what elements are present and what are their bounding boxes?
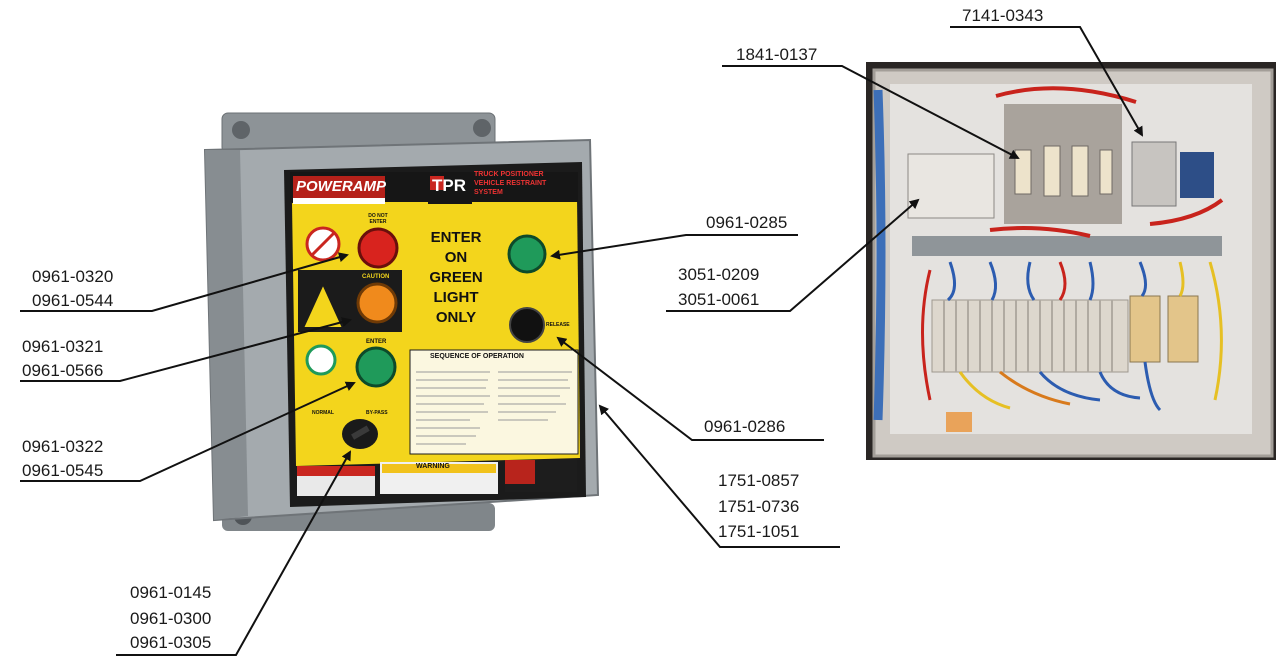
callout-3051-0061: 3051-0061 <box>678 290 760 309</box>
panel-header-line1: TRUCK POSITIONER <box>474 171 544 178</box>
callout-0961-0544: 0961-0544 <box>32 291 114 310</box>
label-release: RELEASE <box>546 322 570 328</box>
callout-0961-0566: 0961-0566 <box>22 361 104 380</box>
callout-1751-0736: 1751-0736 <box>718 497 800 516</box>
enter-line-1: ENTER <box>430 229 482 246</box>
label-normal: NORMAL <box>312 410 334 416</box>
green-status-light <box>507 234 547 274</box>
panel-header: TRUCK POSITIONER VEHICLE RESTRAINT SYSTE… <box>474 170 546 197</box>
enter-line-5: ONLY <box>435 309 477 326</box>
callout-0961-0545: 0961-0545 <box>22 461 104 480</box>
label-do-not-enter: DO NOT ENTER <box>368 213 388 225</box>
label-caution: CAUTION <box>362 274 390 280</box>
green-enter-light <box>355 346 397 388</box>
label-bypass: BY-PASS <box>366 410 388 416</box>
callout-0961-0322: 0961-0322 <box>22 437 104 456</box>
panel-logo: TPR <box>432 176 466 195</box>
callout-0961-0320: 0961-0320 <box>32 267 114 286</box>
callout-1751-1051: 1751-1051 <box>718 522 800 541</box>
callout-1841-0137: 1841-0137 <box>736 45 818 64</box>
label-enter: ENTER <box>366 339 387 345</box>
panel-header-line3: SYSTEM <box>474 189 503 196</box>
red-indicator-light <box>357 227 399 269</box>
callout-1751-0857: 1751-0857 <box>718 471 800 490</box>
callout-0961-0285: 0961-0285 <box>706 213 788 232</box>
enter-line-2: ON <box>444 249 468 266</box>
callout-0961-0145: 0961-0145 <box>130 583 212 602</box>
enter-on-green-text: ENTER ON GREEN LIGHT ONLY <box>420 228 492 328</box>
amber-indicator-light <box>356 282 398 324</box>
callout-0961-0321: 0961-0321 <box>22 337 104 356</box>
callout-3051-0209: 3051-0209 <box>678 265 760 284</box>
enter-line-4: LIGHT <box>433 289 479 306</box>
release-button-icon <box>509 307 545 343</box>
enter-line-3: GREEN <box>429 269 483 286</box>
warning-label: WARNING <box>416 463 450 470</box>
callout-0961-0305: 0961-0305 <box>130 633 212 652</box>
callout-0961-0300: 0961-0300 <box>130 609 212 628</box>
callout-0961-0286: 0961-0286 <box>704 417 786 436</box>
sequence-title: SEQUENCE OF OPERATION <box>430 353 524 360</box>
panel-brand: POWERAMP <box>296 178 386 195</box>
callout-7141-0343: 7141-0343 <box>962 6 1044 25</box>
panel-header-line2: VEHICLE RESTRAINT <box>474 180 547 187</box>
